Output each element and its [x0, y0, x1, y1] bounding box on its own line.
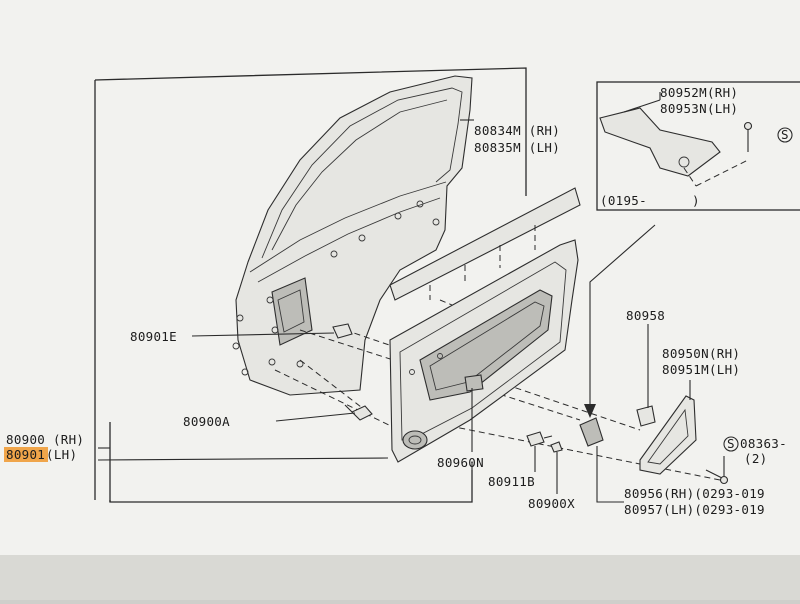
label-pull-handle-lh: 80951M(LH) — [662, 362, 740, 377]
clip-80900x-part — [550, 441, 563, 453]
label-screw-qty: (2) — [744, 451, 767, 466]
label-80911b: 80911B — [488, 474, 535, 489]
screw-symbol-circle — [723, 436, 739, 452]
label-bracket-lh: 80953N(LH) — [660, 101, 738, 116]
leader-80901e — [191, 332, 335, 337]
label-80901e: 80901E — [130, 329, 177, 344]
door-inner-panel — [232, 75, 473, 396]
label-80900a: 80900A — [183, 414, 230, 429]
highlight-80901 — [4, 447, 48, 462]
label-80958: 80958 — [626, 308, 665, 323]
label-inset-date: (0195- — [600, 193, 647, 208]
label-trim-set-lh-number: 80901 — [6, 447, 45, 462]
label-weatherstrip-rh: 80834M (RH) — [474, 123, 560, 138]
label-inset-close: ) — [692, 193, 700, 208]
bolt-symbol-circle — [777, 127, 793, 143]
bracket-inset-box — [596, 81, 800, 211]
assembly-guide-2 — [299, 329, 581, 421]
label-switch-bezel-rh: 80956(RH)(0293-019 — [624, 486, 765, 501]
leader-switch-bezel — [596, 446, 624, 503]
clip-80900a-part — [344, 404, 373, 421]
assembly-guide-4 — [299, 359, 366, 411]
leader-trim-set-lh — [97, 457, 389, 461]
fastener-80911b-part — [526, 431, 553, 447]
label-80960n: 80960N — [437, 455, 484, 470]
assembly-guide-6 — [419, 419, 721, 481]
detail-arrow-head — [584, 404, 596, 418]
frame-top-line — [94, 67, 527, 196]
label-bolt-symbol: S — [781, 127, 789, 142]
leader-80900a — [275, 412, 356, 422]
label-switch-bezel-lh: 80957(LH)(0293-019 — [624, 502, 765, 517]
label-weatherstrip-lh: 80835M (LH) — [474, 140, 560, 155]
label-screw-number: 08363- — [740, 436, 787, 451]
detail-arrow-line — [589, 224, 656, 405]
door-trim-panel — [389, 187, 581, 463]
pull-handle-part — [636, 395, 697, 475]
label-trim-set-lh-side: (LH) — [46, 447, 77, 462]
clip-80901e-part — [332, 323, 353, 339]
label-bracket-rh: 80952M(RH) — [660, 85, 738, 100]
label-screw-symbol: S — [727, 436, 735, 451]
label-trim-set-rh: 80900 (RH) — [6, 432, 84, 447]
bottom-shading — [0, 555, 800, 600]
label-pull-handle-rh: 80950N(RH) — [662, 346, 740, 361]
label-80900x: 80900X — [528, 496, 575, 511]
switch-bezel-part — [579, 417, 604, 447]
screw-part — [705, 469, 729, 485]
